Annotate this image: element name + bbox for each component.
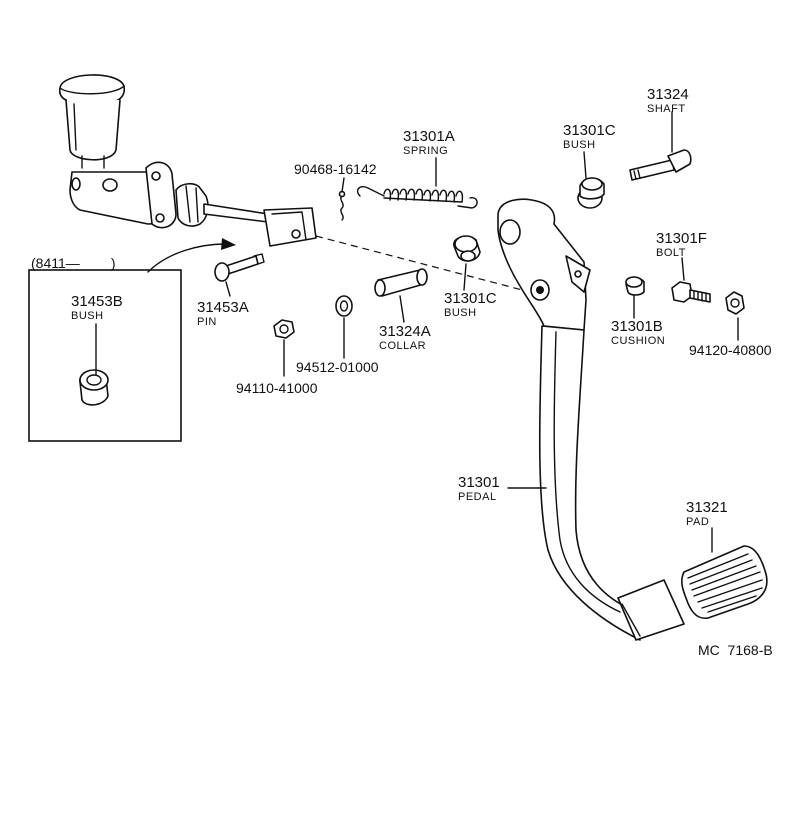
inset-reference-label: (8411— ) bbox=[31, 255, 116, 271]
nut-94120-illustration bbox=[725, 291, 745, 315]
bush-31453b-illustration bbox=[79, 369, 109, 406]
bush-31301c-mid-illustration bbox=[453, 235, 481, 262]
label-31301c-top-number: 31301C bbox=[563, 122, 616, 139]
label-94110-number: 94110-41000 bbox=[236, 380, 318, 396]
clip-90468-illustration bbox=[338, 190, 346, 221]
label-31301c-top-name: BUSH bbox=[563, 139, 596, 151]
label-90468-number: 90468-16142 bbox=[294, 161, 377, 177]
bush-31301c-top-illustration bbox=[577, 177, 605, 209]
label-31321-name: PAD bbox=[686, 516, 709, 528]
clutch-master-cylinder-illustration bbox=[58, 74, 317, 247]
inset-box bbox=[28, 238, 236, 442]
label-94120-number: 94120-40800 bbox=[689, 342, 772, 358]
diagram-reference-code: MC 7168-B bbox=[698, 642, 773, 658]
label-31324-number: 31324 bbox=[647, 86, 689, 103]
label-31324-name: SHAFT bbox=[647, 103, 686, 115]
label-31301b-name: CUSHION bbox=[611, 335, 665, 347]
label-31453b-name: BUSH bbox=[71, 310, 104, 322]
leader-lines bbox=[95, 111, 739, 553]
washer-94512-illustration bbox=[335, 295, 353, 317]
label-31324a-number: 31324A bbox=[379, 323, 431, 340]
label-31301c-mid-number: 31301C bbox=[444, 290, 497, 307]
part-labels: 31324 SHAFT 31301A SPRING 31301C BUSH 90… bbox=[31, 86, 773, 658]
label-31301-number: 31301 bbox=[458, 474, 500, 491]
cushion-31301b-illustration bbox=[625, 276, 645, 296]
assembly-alignment-line bbox=[315, 235, 531, 293]
shaft-31324-illustration bbox=[629, 149, 692, 181]
label-31453a-name: PIN bbox=[197, 316, 217, 328]
label-31324a-name: COLLAR bbox=[379, 340, 426, 352]
pedal-pad-illustration bbox=[681, 545, 768, 620]
nut-94110-illustration bbox=[273, 319, 295, 339]
label-31453a-number: 31453A bbox=[197, 299, 249, 316]
label-31301a-name: SPRING bbox=[403, 145, 448, 157]
return-spring-illustration bbox=[356, 186, 478, 209]
label-31301b-number: 31301B bbox=[611, 318, 663, 335]
label-31301c-mid-name: BUSH bbox=[444, 307, 477, 319]
collar-31324a-illustration bbox=[374, 268, 428, 297]
label-31321-number: 31321 bbox=[686, 499, 728, 516]
label-31301f-name: BOLT bbox=[656, 247, 686, 259]
clutch-pedal-illustration bbox=[497, 198, 685, 641]
label-31301-name: PEDAL bbox=[458, 491, 497, 503]
label-31301f-number: 31301F bbox=[656, 230, 707, 247]
label-31301a-number: 31301A bbox=[403, 128, 455, 145]
label-31453b-number: 31453B bbox=[71, 293, 123, 310]
bolt-31301f-illustration bbox=[671, 281, 711, 303]
pin-31453a-illustration bbox=[214, 253, 265, 282]
label-94512-number: 94512-01000 bbox=[296, 359, 379, 375]
